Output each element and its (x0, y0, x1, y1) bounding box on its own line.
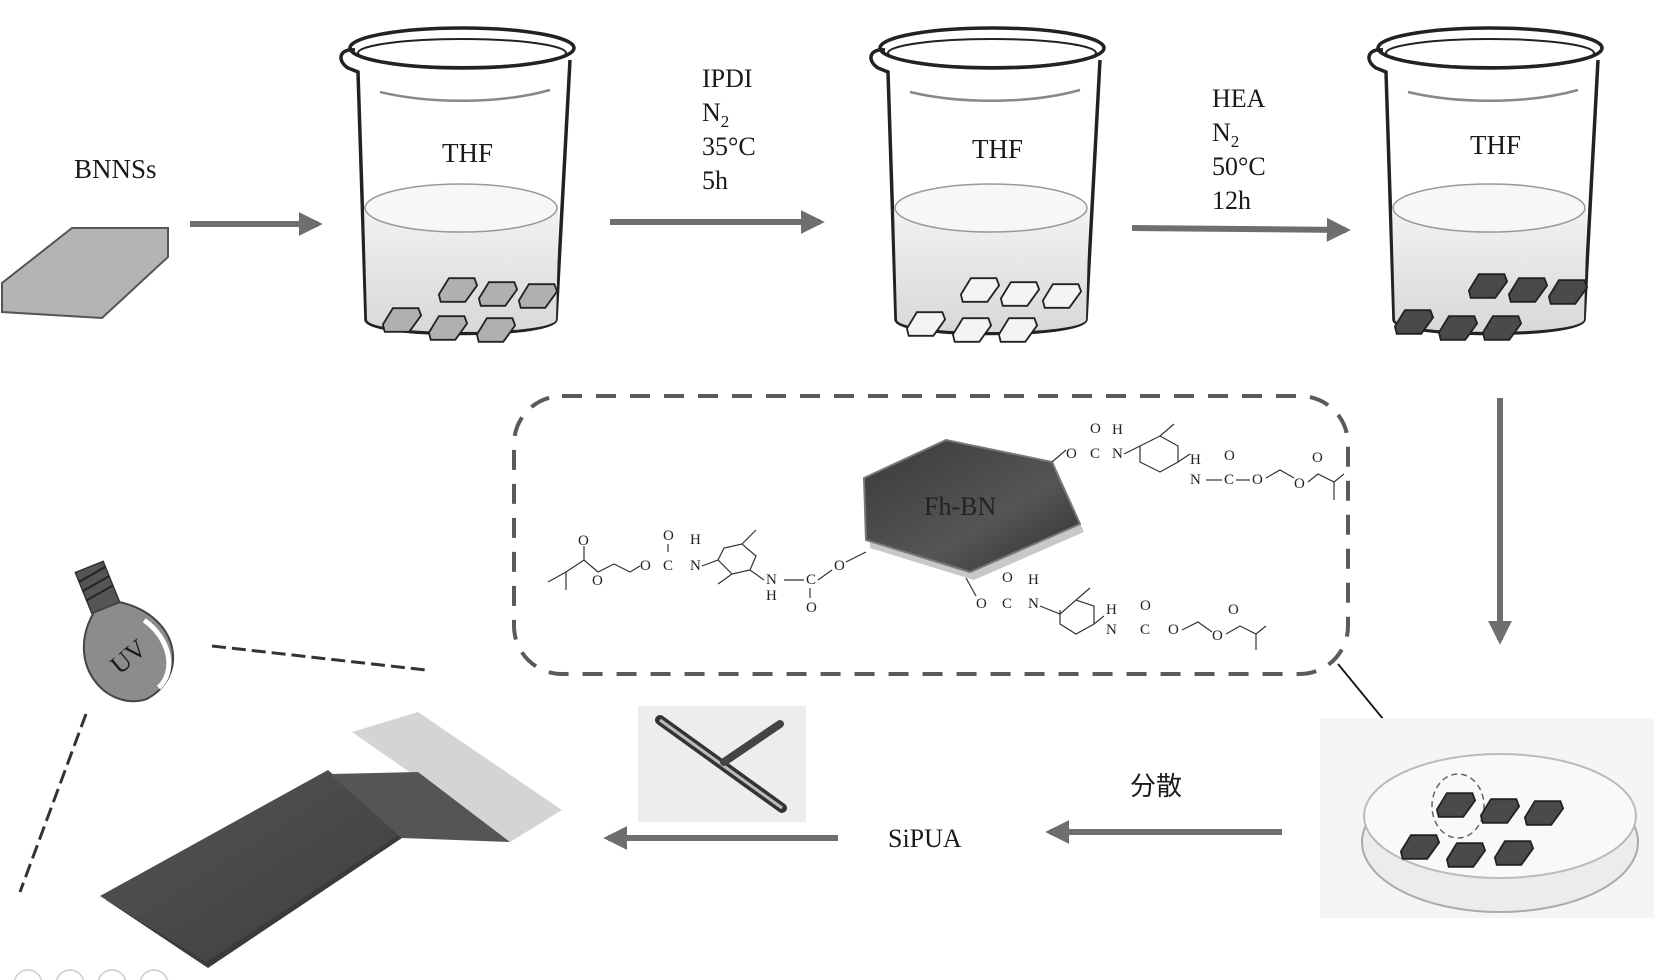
svg-text:O: O (976, 596, 987, 612)
step-1-atmosphere-base: N (702, 98, 721, 127)
svg-text:N: N (1106, 622, 1117, 638)
step-1-atmosphere-sub: 2 (720, 112, 730, 131)
coated-substrate (100, 712, 562, 968)
svg-text:O: O (592, 573, 603, 589)
petri-dish (1320, 718, 1654, 918)
step-1-atmosphere: N2 (702, 96, 756, 131)
svg-text:O: O (1312, 450, 1323, 466)
svg-text:N: N (766, 572, 777, 588)
svg-text:H: H (690, 532, 701, 548)
svg-text:N: N (1190, 472, 1201, 488)
svg-text:C: C (663, 558, 673, 574)
svg-text:O: O (640, 558, 651, 574)
fh-bn-hexagon (862, 438, 1084, 580)
step-2-reagent: HEA (1212, 84, 1266, 113)
svg-text:O: O (1228, 602, 1239, 618)
film-applicator (638, 706, 806, 822)
inset-box (512, 394, 1350, 676)
svg-text:O: O (1224, 448, 1235, 464)
arrow-step-2 (1131, 217, 1351, 242)
svg-text:O: O (663, 528, 674, 544)
beaker-3-solvent-label: THF (1470, 130, 1522, 160)
beaker-2 (869, 26, 1106, 343)
step-2-atmosphere-base: N (1212, 118, 1231, 147)
svg-text:O: O (1168, 622, 1179, 638)
beaker-2-solvent-label: THF (972, 134, 1024, 164)
step-1-reagent: IPDI (702, 64, 753, 93)
svg-text:C: C (1002, 596, 1012, 612)
svg-text:O: O (578, 533, 589, 549)
step-1-temperature: 35°C (702, 132, 756, 161)
uv-lamp (74, 560, 175, 703)
beaker-1 (339, 26, 576, 343)
svg-text:O: O (1140, 598, 1151, 614)
bnns-label: BNNSs (74, 154, 157, 184)
step-2-atmosphere: N2 (1212, 116, 1266, 151)
footer-circles (13, 969, 169, 980)
svg-text:H: H (1028, 572, 1039, 588)
svg-text:O: O (1066, 446, 1077, 462)
step-1-conditions: IPDI N2 35°C 5h (702, 62, 756, 198)
step-2-temperature: 50°C (1212, 152, 1266, 181)
beaker-1-solvent-label: THF (442, 138, 494, 168)
svg-text:O: O (1090, 421, 1101, 437)
svg-text:C: C (1224, 472, 1234, 488)
svg-text:N: N (1112, 446, 1123, 462)
disperse-label: 分散 (1130, 772, 1183, 801)
svg-text:O: O (1002, 570, 1013, 586)
uv-ray-down (18, 713, 88, 893)
bnns-sheet (0, 227, 169, 320)
sipua-label: SiPUA (888, 824, 962, 853)
left-chain-structure: OOO CO NH NH CO O (547, 528, 867, 616)
beaker-3 (1367, 26, 1604, 341)
uv-ray-right (211, 644, 427, 672)
svg-text:H: H (1112, 422, 1123, 438)
svg-text:H: H (766, 588, 777, 604)
svg-text:O: O (1294, 476, 1305, 492)
svg-text:C: C (806, 572, 816, 588)
svg-text:O: O (1252, 472, 1263, 488)
fh-bn-label: Fh-BN (924, 492, 997, 521)
step-2-conditions: HEA N2 50°C 12h (1212, 82, 1266, 218)
step-2-time: 12h (1212, 186, 1251, 215)
svg-text:C: C (1140, 622, 1150, 638)
svg-text:C: C (1090, 446, 1100, 462)
step-1-time: 5h (702, 166, 728, 195)
svg-text:O: O (806, 600, 817, 616)
step-2-atmosphere-sub: 2 (1230, 132, 1240, 151)
svg-text:N: N (1028, 596, 1039, 612)
svg-text:O: O (1212, 628, 1223, 644)
svg-text:H: H (1190, 452, 1201, 468)
svg-text:O: O (834, 558, 845, 574)
svg-text:N: N (690, 558, 701, 574)
svg-text:H: H (1106, 602, 1117, 618)
